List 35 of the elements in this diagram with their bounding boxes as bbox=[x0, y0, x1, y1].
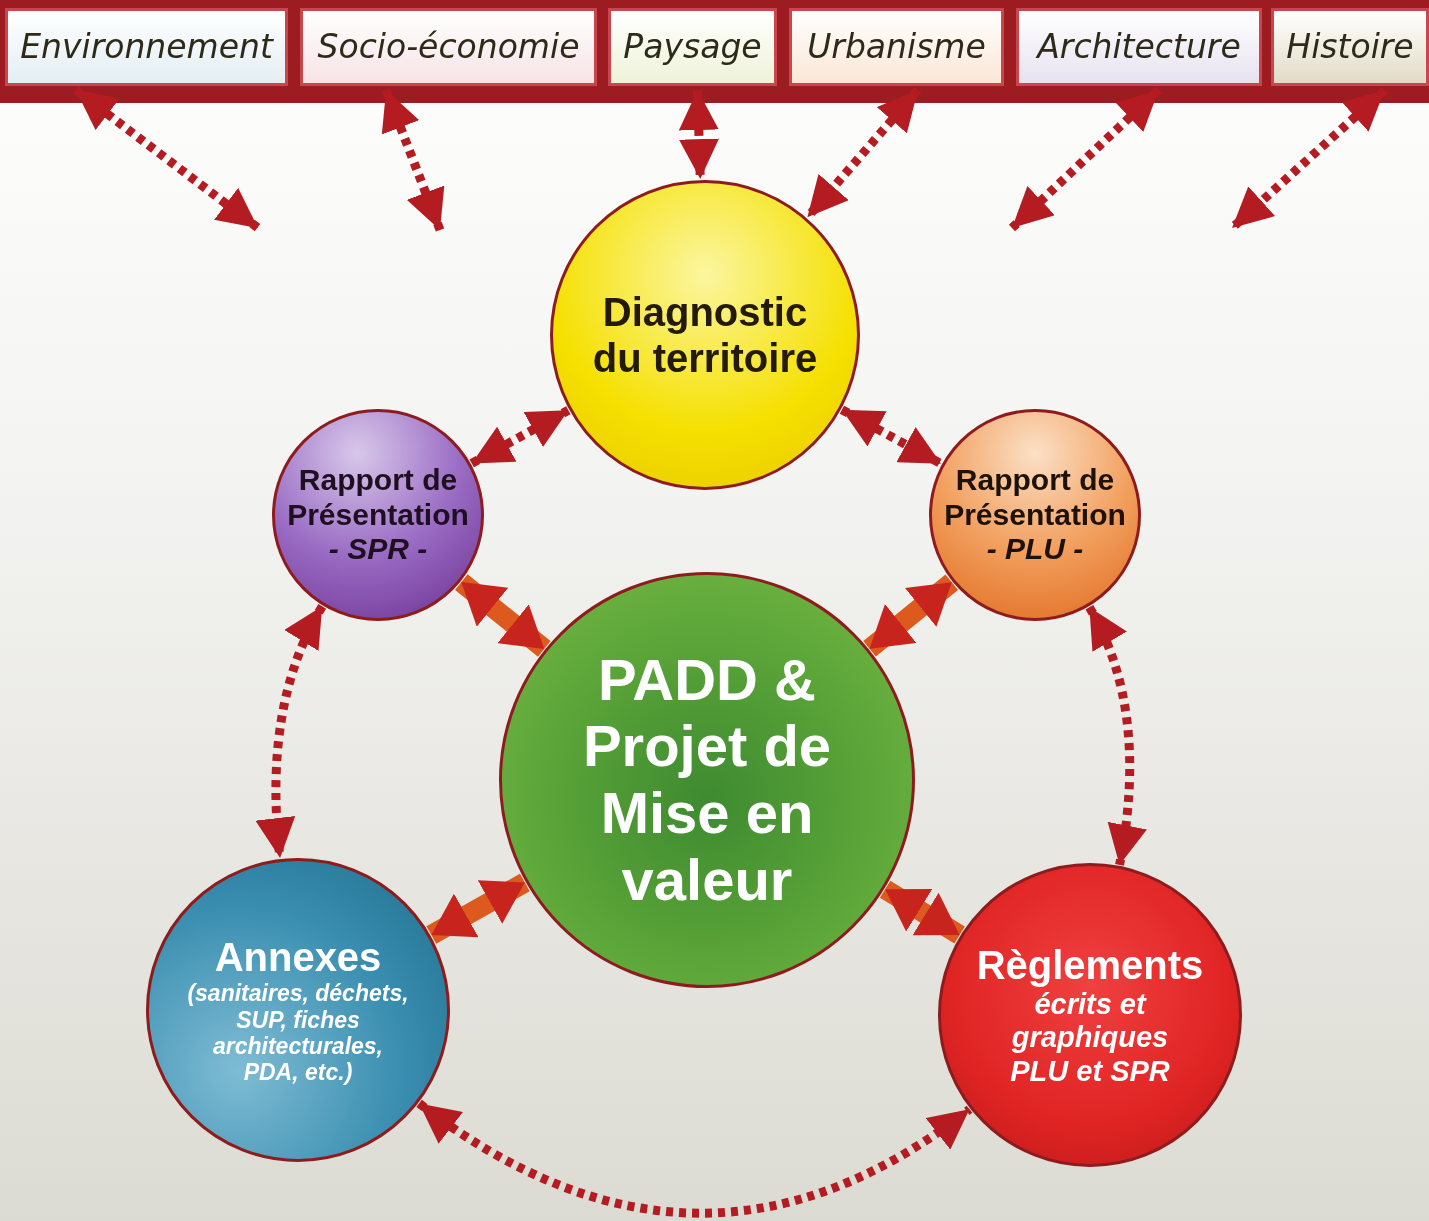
dashed-arrow bbox=[416, 1099, 973, 1218]
circle-subtitle: (sanitaires, déchets, SUP, fiches architecturales, PDA, etc.) bbox=[186, 980, 410, 1086]
circle-title: Rapport de Présentation bbox=[286, 463, 470, 533]
topic-box bbox=[5, 8, 288, 86]
topic-label: Environnement bbox=[20, 28, 273, 66]
thick-arrow bbox=[426, 873, 530, 944]
topic-label: Urbanisme bbox=[807, 28, 986, 66]
circle-title: Rapport de Présentation bbox=[943, 463, 1127, 533]
circle-title: PADD & Projet de Mise en valeur bbox=[581, 646, 833, 914]
dashed-arrow bbox=[678, 89, 720, 180]
circle-subtitle: - PLU - bbox=[986, 532, 1084, 567]
topic-label: Histoire bbox=[1286, 28, 1414, 66]
thick-arrow bbox=[879, 880, 965, 944]
dashed-arrow bbox=[1008, 86, 1162, 232]
circle-subtitle: - SPR - bbox=[328, 532, 428, 567]
circle-subtitle: écrits et graphiques PLU et SPR bbox=[1009, 988, 1171, 1088]
circle-title: Diagnostic du territoire bbox=[591, 289, 819, 381]
dashed-arrow bbox=[73, 86, 261, 232]
topic-box bbox=[789, 8, 1004, 86]
topic-box bbox=[608, 8, 777, 86]
circle-title: Annexes bbox=[214, 934, 382, 981]
topic-box bbox=[1016, 8, 1262, 86]
topic-label: Architecture bbox=[1037, 28, 1241, 66]
dashed-arrow bbox=[469, 406, 571, 468]
topic-label: Socio-économie bbox=[317, 28, 580, 66]
dashed-arrow bbox=[381, 88, 445, 232]
dashed-arrow bbox=[1085, 605, 1147, 866]
dashed-arrow bbox=[256, 604, 327, 859]
thick-arrow bbox=[863, 574, 959, 657]
dashed-arrow bbox=[839, 405, 944, 468]
topic-box bbox=[1271, 8, 1429, 86]
thick-arrow bbox=[455, 574, 551, 657]
circle-title: Règlements bbox=[976, 942, 1204, 988]
topic-box bbox=[300, 8, 597, 86]
topic-label: Paysage bbox=[623, 28, 762, 66]
